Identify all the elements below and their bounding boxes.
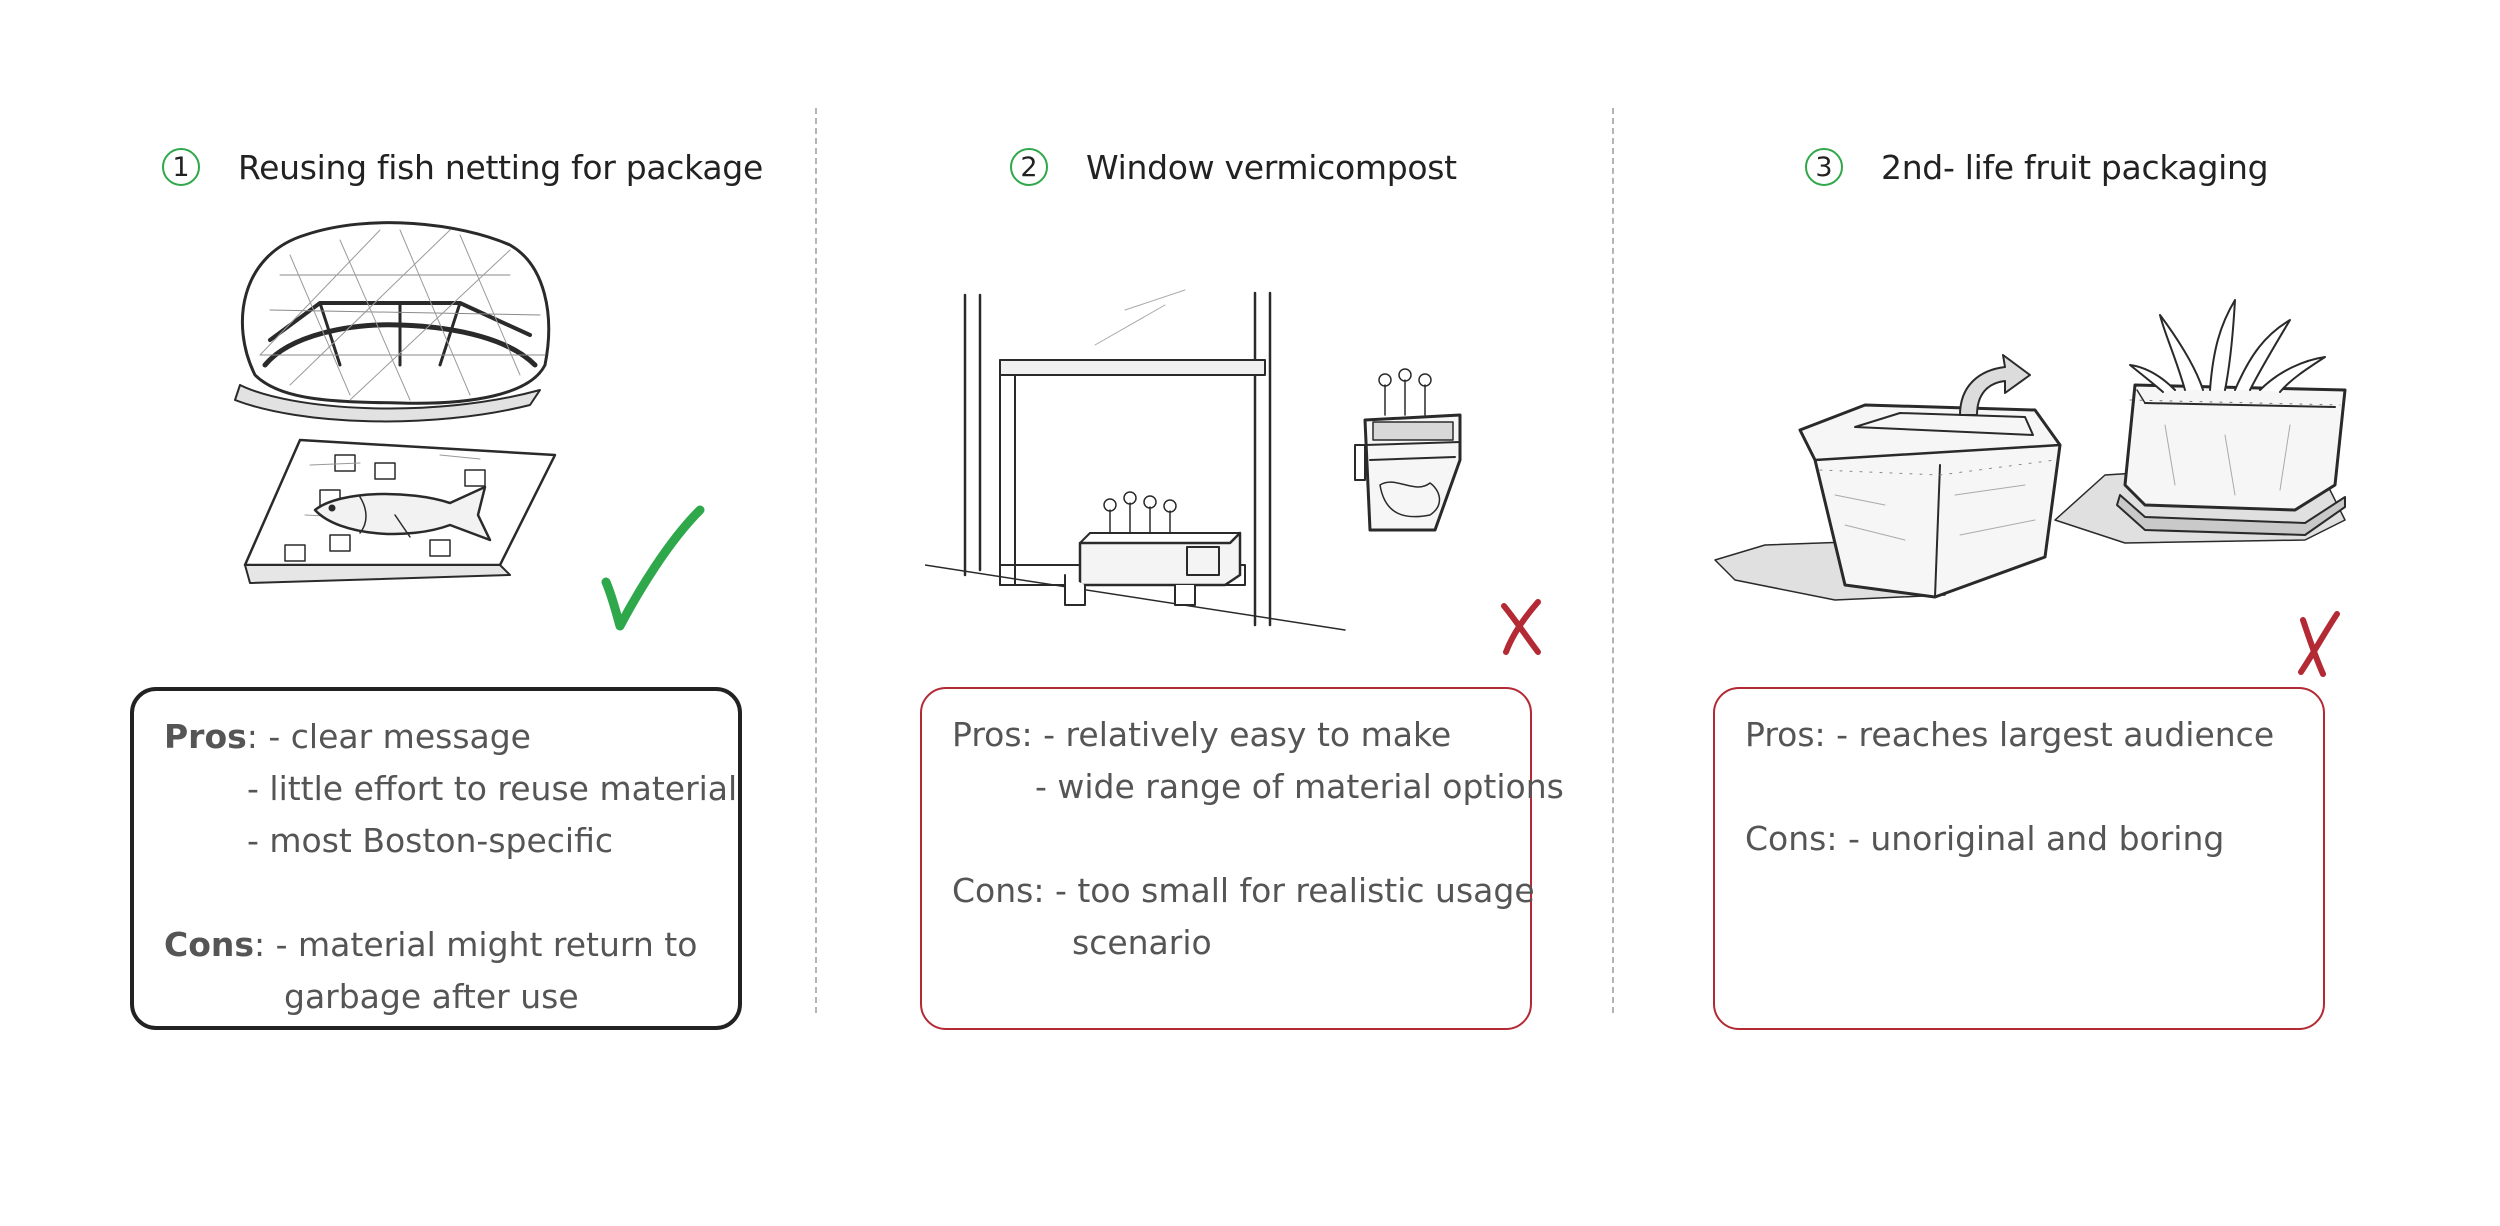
column-divider [1612, 108, 1614, 1013]
pros-label: Pros [164, 717, 247, 756]
cons-item: - unoriginal and boring [1847, 819, 2225, 858]
window-vermicompost-sketch [925, 289, 1462, 631]
concept-2-pros-cons: Pros: - relatively easy to make - wide r… [920, 687, 1564, 1030]
concept-1-pros-cons: Pros: - clear message - little effort to… [130, 687, 742, 1030]
cons-label: Cons [1745, 819, 1827, 858]
concept-3-title: 2nd- life fruit packaging [1881, 147, 2269, 187]
pros-item: - reaches largest audience [1836, 715, 2275, 754]
cons-label: Cons [952, 871, 1034, 910]
pros-item: - little effort to reuse material [247, 769, 738, 808]
pros-label: Pros [1745, 715, 1815, 754]
concept-1-number: 1 [162, 148, 200, 186]
cons-label: Cons [164, 925, 255, 964]
concept-2-number: 2 [1010, 148, 1048, 186]
cross-icon [2298, 611, 2340, 677]
concept-2-title: Window vermicompost [1086, 147, 1457, 187]
cons-item: - material might return to [275, 925, 698, 964]
fruit-packaging-planter-sketch [1714, 299, 2347, 601]
check-icon [601, 505, 705, 631]
concept-3-pros-cons: Pros: - reaches largest audience Cons: -… [1713, 687, 2325, 1030]
cons-item: scenario [1072, 923, 1212, 962]
cons-item: garbage after use [284, 977, 579, 1016]
pros-item: - relatively easy to make [1043, 715, 1452, 754]
concept-1-heading: 1 Reusing fish netting for package [162, 142, 763, 192]
column-divider [815, 108, 817, 1013]
pros-item: - clear message [268, 717, 531, 756]
fish-netting-package-sketch [234, 221, 557, 584]
pros-item: - wide range of material options [1035, 767, 1564, 806]
pros-label: Pros [952, 715, 1022, 754]
cons-item: - too small for realistic usage [1054, 871, 1535, 910]
concept-3-heading: 3 2nd- life fruit packaging [1805, 142, 2269, 192]
concept-2-heading: 2 Window vermicompost [1010, 142, 1457, 192]
concept-1-title: Reusing fish netting for package [238, 147, 763, 187]
cross-icon [1501, 599, 1541, 655]
concept-3-number: 3 [1805, 148, 1843, 186]
pros-item: - most Boston-specific [247, 821, 614, 860]
